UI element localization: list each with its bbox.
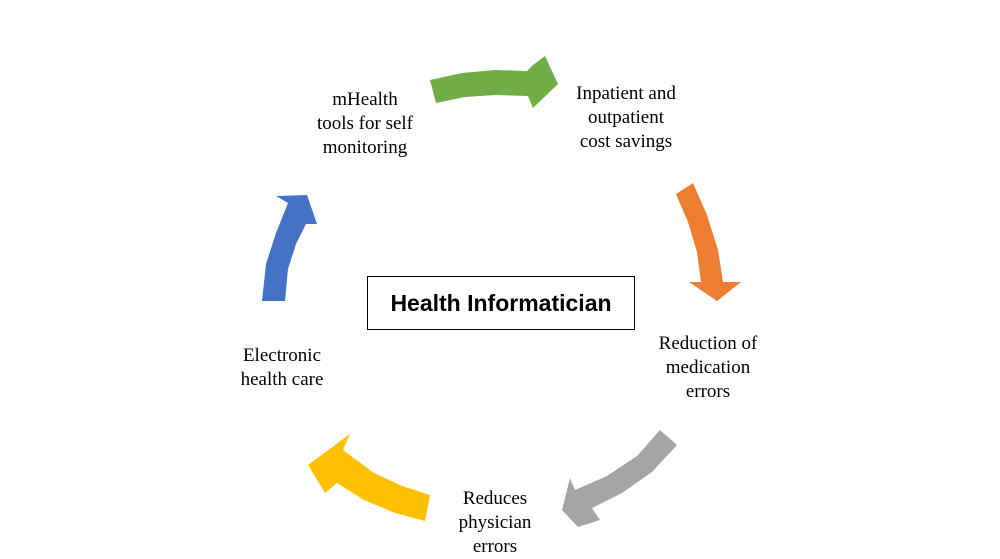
node-medication-errors: Reduction of medication errors: [636, 332, 780, 404]
arrow-blue: [262, 195, 317, 301]
node-text-line: cost savings: [579, 131, 673, 152]
node-text-line: Inpatient and: [576, 83, 676, 104]
node-text-line: Reduces: [462, 488, 528, 509]
node-text-line: errors: [685, 381, 731, 402]
node-text-line: errors: [472, 536, 518, 557]
node-physician-errors: Reduces physician errors: [430, 487, 560, 559]
arrow-gray: [562, 430, 677, 527]
node-text-line: mHealth: [332, 89, 398, 110]
node-mhealth-tools: mHealth tools for self monitoring: [290, 88, 440, 160]
center-title: Health Informatician: [390, 289, 612, 316]
node-text-line: tools for self: [316, 113, 414, 134]
node-electronic-health-care: Electronic health care: [214, 344, 350, 392]
node-text-line: Reduction of: [658, 333, 758, 354]
node-text-line: medication: [665, 357, 751, 378]
node-text-line: monitoring: [322, 137, 408, 158]
node-text-line: physician: [458, 512, 532, 533]
center-box: Health Informatician: [367, 276, 635, 330]
node-cost-savings: Inpatient and outpatient cost savings: [548, 82, 704, 154]
arrow-green: [430, 56, 558, 108]
node-text-line: outpatient: [588, 107, 664, 128]
arrow-orange: [676, 183, 741, 301]
node-text-line: health care: [240, 369, 324, 390]
arrow-yellow: [308, 434, 430, 521]
node-text-line: Electronic: [242, 345, 322, 366]
